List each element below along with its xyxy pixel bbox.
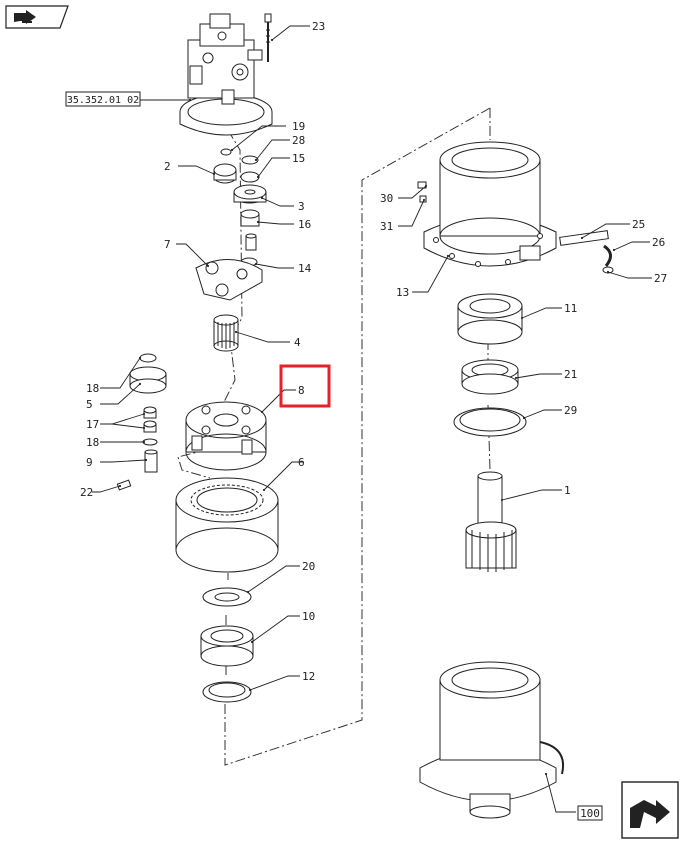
planet-gear-stack: [116, 353, 167, 491]
callout-26[interactable]: 26: [652, 236, 665, 249]
callout-3[interactable]: 3: [298, 200, 305, 213]
callout-5[interactable]: 5: [86, 398, 93, 411]
highlight-box: [279, 364, 331, 408]
planet-carrier-7: [195, 259, 263, 301]
bolt-23: [264, 13, 272, 62]
callout-10[interactable]: 10: [302, 610, 315, 623]
reference-label: 35.352.01 02: [67, 95, 139, 106]
callout-28[interactable]: 28: [292, 134, 305, 147]
callout-18-upper[interactable]: 18: [86, 382, 99, 395]
swing-housing-13: [417, 141, 557, 267]
callout-7[interactable]: 7: [164, 238, 171, 251]
pinion-shaft-1: [465, 471, 517, 572]
swing-assembly-100: [419, 661, 564, 819]
callout-labels: 23 19 28 15 2 3 16 7 14 4 18 5 8 17 18 9…: [80, 20, 667, 683]
pipe-assembly: [559, 230, 614, 274]
leader-lines: [92, 25, 652, 813]
sun-gear-4: [213, 314, 239, 352]
callout-20[interactable]: 20: [302, 560, 315, 573]
callout-1[interactable]: 1: [564, 484, 571, 497]
swing-motor-assembly: [179, 13, 273, 136]
ring-gear-6: [175, 477, 279, 573]
callout-100-box[interactable]: 100: [577, 805, 603, 821]
callout-11[interactable]: 11: [564, 302, 577, 315]
lower-bearing-stack: [200, 587, 254, 703]
callout-15[interactable]: 15: [292, 152, 305, 165]
callout-29[interactable]: 29: [564, 404, 577, 417]
callout-19[interactable]: 19: [292, 120, 305, 133]
callout-25[interactable]: 25: [632, 218, 645, 231]
callout-23[interactable]: 23: [312, 20, 325, 33]
planet-carrier-8: [185, 401, 267, 471]
callout-18-lower[interactable]: 18: [86, 436, 99, 449]
callout-13[interactable]: 13: [396, 286, 409, 299]
right-bearing-stack: [453, 293, 527, 437]
callout-30[interactable]: 30: [380, 192, 393, 205]
callout-4[interactable]: 4: [294, 336, 301, 349]
next-page-icon[interactable]: [621, 781, 679, 839]
callout-22[interactable]: 22: [80, 486, 93, 499]
callout-6[interactable]: 6: [298, 456, 305, 469]
callout-8[interactable]: 8: [298, 384, 305, 397]
callout-16[interactable]: 16: [298, 218, 311, 231]
callout-2[interactable]: 2: [164, 160, 171, 173]
callout-21[interactable]: 21: [564, 368, 577, 381]
callout-12[interactable]: 12: [302, 670, 315, 683]
callout-31[interactable]: 31: [380, 220, 393, 233]
page-back-icon[interactable]: [5, 5, 69, 29]
callout-17[interactable]: 17: [86, 418, 99, 431]
reference-box[interactable]: 35.352.01 02: [65, 91, 141, 107]
callout-14[interactable]: 14: [298, 262, 312, 275]
callout-9[interactable]: 9: [86, 456, 93, 469]
upper-gear-stack: [213, 148, 267, 267]
callout-100: 100: [580, 807, 600, 820]
callout-27[interactable]: 27: [654, 272, 667, 285]
